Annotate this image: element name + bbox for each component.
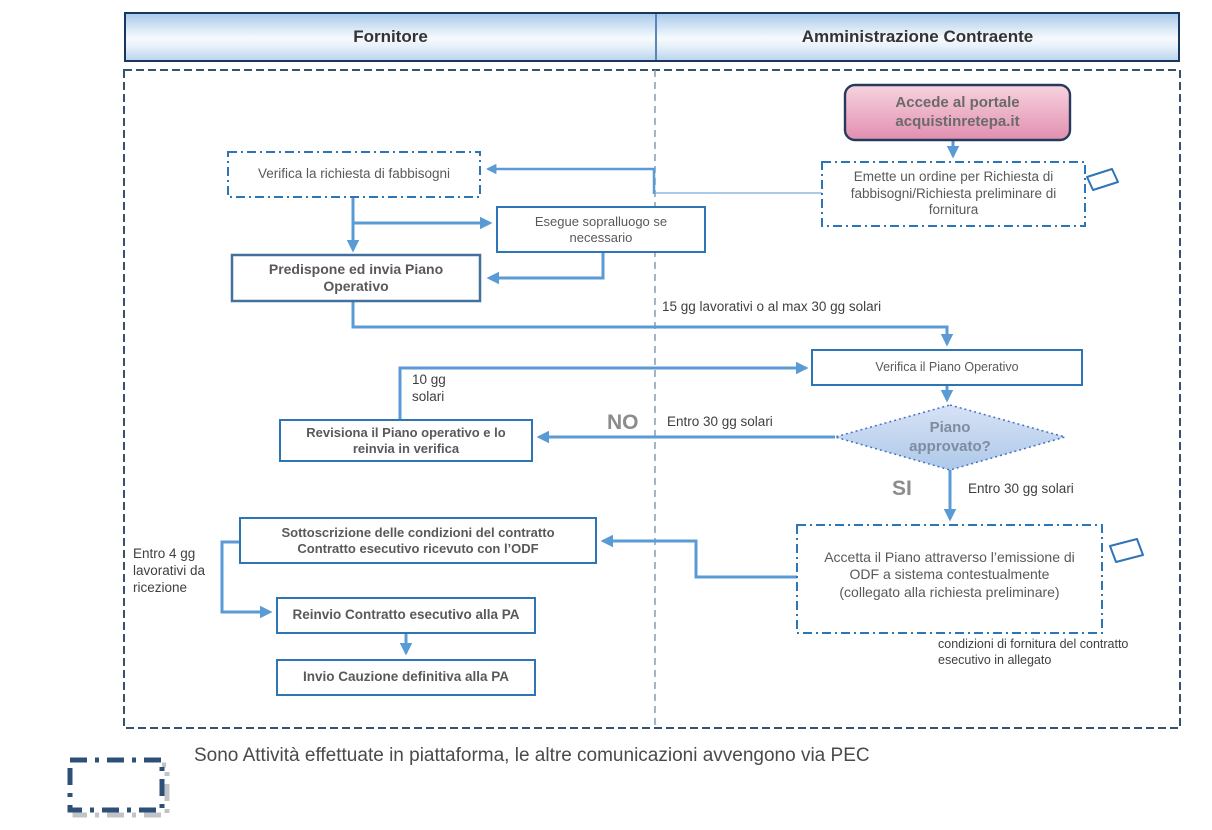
label-entro30-si: Entro 30 gg solari xyxy=(968,481,1074,496)
node-verifica-piano-label: Verifica il Piano Operativo xyxy=(875,359,1019,374)
node-sopralluogo-label: Esegue sopralluogo se necessario xyxy=(534,213,668,245)
diagram-outer-border xyxy=(123,69,1181,729)
header-divider xyxy=(655,14,657,60)
condizioni-note: condizioni di fornitura del contratto es… xyxy=(938,637,1129,667)
node-predispone-label: Predispone ed invia Piano Operativo xyxy=(268,260,444,294)
legend-text: Sono Attività effettuate in piattaforma,… xyxy=(194,745,870,766)
swimlane-title-fornitore: Fornitore xyxy=(353,27,428,46)
node-sottoscrizione-shape xyxy=(239,517,597,564)
node-cauzione-shape xyxy=(276,659,536,696)
document-icon xyxy=(1086,168,1119,191)
node-decision-label: Piano approvato? xyxy=(909,419,991,455)
label-15gg: 15 gg lavorativi o al max 30 gg solari xyxy=(662,299,882,314)
label-10gg: 10 gg solari xyxy=(412,372,446,404)
node-accede-shape xyxy=(843,83,1072,142)
node-sopralluogo-shape xyxy=(496,206,706,253)
node-verifica-richiesta-shape xyxy=(227,151,481,198)
node-revisiona-label: Revisiona il Piano operativo e lo reinvi… xyxy=(306,424,506,456)
node-verifica-piano-shape xyxy=(811,349,1083,386)
connector-revisiona-verificapiano xyxy=(398,361,809,420)
node-revisiona-shape xyxy=(279,419,533,462)
node-reinvio-shape xyxy=(276,597,536,634)
node-sottoscrizione-label: Sottoscrizione delle condizioni del cont… xyxy=(281,524,555,556)
connectors xyxy=(220,140,960,656)
node-emette-shape xyxy=(821,161,1086,227)
label-si: SI xyxy=(892,477,912,500)
node-verifica-richiesta-label: Verifica la richiesta di fabbisogni xyxy=(257,166,451,182)
node-emette-label: Emette un ordine per Richiesta di fabbis… xyxy=(850,169,1057,218)
swimlane-title-amministrazione: Amministrazione Contraente xyxy=(801,27,1034,46)
node-accetta-label: Accetta il Piano attraverso l’emissione … xyxy=(824,549,1075,600)
label-entro4: Entro 4 gg lavorativi da ricezione xyxy=(133,546,206,595)
connector-sopralluogo-predispone xyxy=(486,252,605,285)
node-accetta-shape xyxy=(796,524,1103,634)
connector-emette-verifica xyxy=(485,163,656,194)
node-reinvio-label: Reinvio Contratto esecutivo alla PA xyxy=(292,607,520,623)
label-no: NO xyxy=(607,411,639,434)
node-predispone-shape xyxy=(230,253,482,303)
swimlane-header: Fornitore Amministrazione Contraente xyxy=(124,12,1180,62)
document-icon xyxy=(1109,538,1144,563)
node-cauzione-label: Invio Cauzione definitiva alla PA xyxy=(302,669,510,685)
node-decision-shape xyxy=(832,404,1068,471)
connector-sottoscrizione-reinvio xyxy=(220,540,273,619)
node-accede-label: Accede al portale acquistinretepa.it xyxy=(895,94,1020,130)
label-entro30-no: Entro 30 gg solari xyxy=(667,414,773,429)
connector-accetta-sottoscrizione xyxy=(600,534,797,579)
legend-dashdot-icon xyxy=(67,757,165,813)
connector-predispone-verificapiano xyxy=(351,300,954,347)
